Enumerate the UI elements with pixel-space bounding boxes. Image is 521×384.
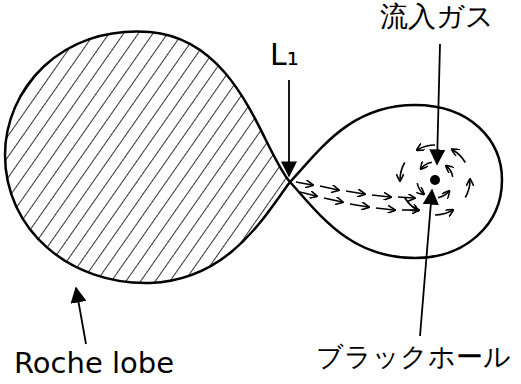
label-text: ブラックホール [316,342,511,372]
black-hole-dot [430,175,440,185]
left-lobe [5,31,290,283]
label-text: 流入ガス [380,2,494,33]
leader-arrows [76,44,440,344]
label-text: Roche lobe [14,348,174,380]
gas-stream-arrows [296,182,418,210]
accretion-disk-arrows [400,145,470,215]
label-text: L₁ [270,38,299,71]
right-lobe [290,105,502,258]
